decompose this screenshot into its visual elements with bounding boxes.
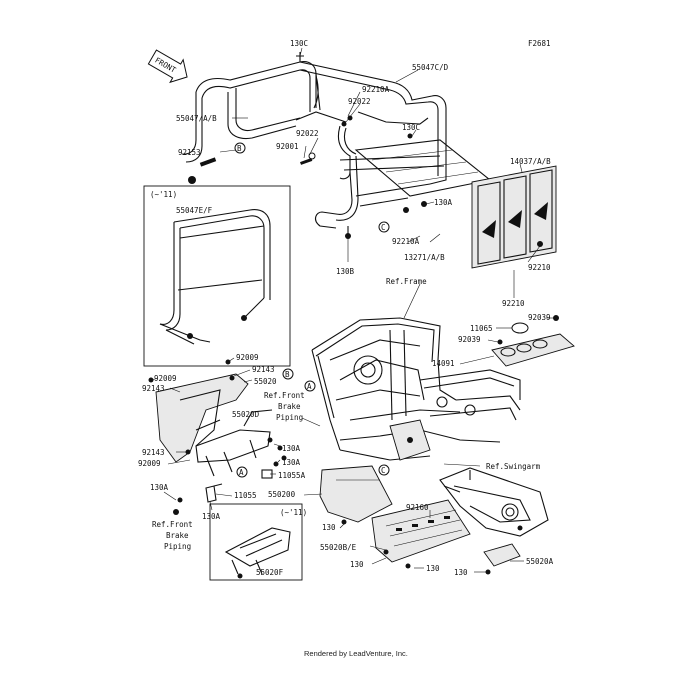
marker-a-frame: A: [304, 380, 316, 392]
label-92009-1: 92009: [236, 353, 259, 362]
label-92039-2: 92039: [458, 335, 481, 344]
label-92160: 92160: [406, 503, 429, 512]
marker-a-guard: A: [236, 466, 248, 478]
label-130a-4: 130A: [150, 483, 169, 492]
marker-c-lower: C: [378, 464, 390, 476]
ref-front-brake-1-line3: Piping: [276, 413, 303, 422]
label-11055: 11055: [234, 491, 257, 500]
tray-14091: [491, 315, 575, 367]
label-92022-2: 92022: [296, 129, 319, 138]
label-55020be: 55020B/E: [320, 543, 357, 552]
svg-text:B: B: [237, 144, 242, 153]
label-92153: 92153: [178, 148, 201, 157]
footer-credit: Rendered by LeadVenture, Inc.: [304, 649, 408, 658]
label-92143-2: 92143: [142, 384, 165, 393]
label-92022-1: 92022: [348, 97, 371, 106]
inset-box-lower: [209, 503, 303, 581]
inset-box-upper: [143, 185, 291, 367]
swingarm: [439, 467, 549, 537]
label-92210a-2: 92210A: [392, 237, 420, 246]
label-92143-3: 92143: [142, 448, 165, 457]
ref-front-brake-2-line1: Ref.Front: [152, 520, 193, 529]
svg-text:B: B: [285, 370, 290, 379]
label-55020d: 55020D: [232, 410, 260, 419]
label-92009-3: 92009: [138, 459, 161, 468]
ref-front-brake-1-line2: Brake: [278, 402, 301, 411]
label-14091: 14091: [432, 359, 455, 368]
label-92001: 92001: [276, 142, 299, 151]
label-130a-2: 130A: [282, 444, 301, 453]
skid-plate-55020be: [371, 499, 471, 569]
ref-front-brake-2-line2: Brake: [166, 531, 189, 540]
label-130a-3: 130A: [282, 458, 301, 467]
svg-text:A: A: [307, 382, 312, 391]
ref-front-brake-2-line3: Piping: [164, 542, 191, 551]
label-130-2: 130: [350, 560, 364, 569]
svg-text:C: C: [381, 223, 386, 232]
marker-b-frame: B: [282, 368, 294, 380]
label-11055a: 11055A: [278, 471, 306, 480]
label-55047ef: 55047E/F: [176, 206, 213, 215]
front-arrow-icon: FRONT: [147, 49, 188, 84]
mesh-net-13271: [354, 139, 492, 197]
label-92009-2: 92009: [154, 374, 177, 383]
label-11065: 11065: [470, 324, 493, 333]
label-55020: 55020: [254, 377, 277, 386]
label-92143-1: 92143: [252, 365, 275, 374]
label-130c-mid: 130C: [402, 123, 420, 132]
ref-swingarm: Ref.Swingarm: [486, 462, 541, 471]
plate-55020a: [483, 543, 521, 575]
label-130a-5: 130A: [202, 512, 221, 521]
label-55020a: 55020A: [526, 557, 554, 566]
label-92210-1: 92210: [528, 263, 551, 272]
panel-14037: [407, 133, 557, 269]
svg-text:C: C: [381, 466, 386, 475]
main-frame: [311, 317, 521, 461]
label-92210-2: 92210: [502, 299, 525, 308]
inset-55020f: [209, 503, 303, 581]
roll-bar-55047: [181, 52, 447, 239]
skid-plate-550200: [319, 465, 393, 525]
inset-lower-note: (~'11): [280, 508, 307, 517]
inset-upper-note: (~'11): [150, 190, 177, 199]
hardware-upper: [188, 115, 353, 184]
label-130b: 130B: [336, 267, 355, 276]
marker-b-upper: B: [234, 142, 246, 154]
label-130-4: 130: [454, 568, 468, 577]
leader-lines: [151, 47, 554, 573]
marker-c-upper: C: [378, 221, 390, 233]
label-92039-1: 92039: [528, 313, 551, 322]
label-13271ab: 13271/A/B: [404, 253, 445, 262]
label-92210a-1: 92210A: [362, 85, 390, 94]
label-550200: 550200: [268, 490, 296, 499]
label-130a-1: 130A: [434, 198, 453, 207]
ref-frame: Ref.Frame: [386, 277, 427, 286]
label-130c-top: 130C: [290, 39, 308, 48]
diagram-code: F2681: [528, 39, 551, 48]
brackets-11055: [173, 445, 287, 515]
label-14037ab: 14037/A/B: [510, 157, 551, 166]
label-130-1: 130: [322, 523, 336, 532]
bracket-55020d: [195, 409, 279, 477]
inset-55047ef: [143, 185, 291, 367]
label-55047cd: 55047C/D: [412, 63, 449, 72]
label-55047ab: 55047/A/B: [176, 114, 217, 123]
svg-text:A: A: [239, 468, 244, 477]
label-130-3: 130: [426, 564, 440, 573]
label-55020f: 55020F: [256, 568, 284, 577]
ref-front-brake-1-line1: Ref.Front: [264, 391, 305, 400]
